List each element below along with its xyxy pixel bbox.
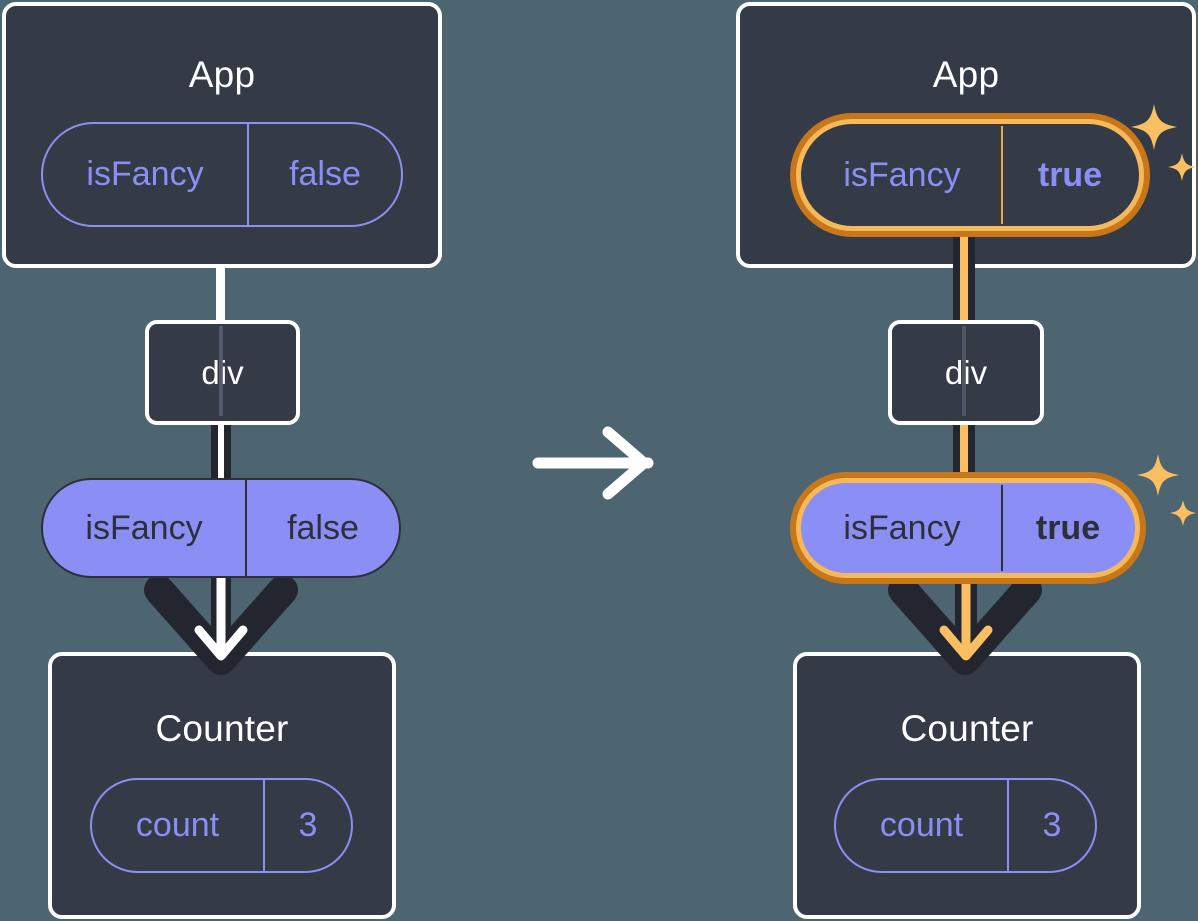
prop-arrow-core-left: [194, 572, 248, 661]
app-state-pill-value-right: true: [1037, 155, 1103, 194]
connector-through-div-left: [219, 326, 223, 416]
prop-pill-key-right: isFancy: [803, 485, 1003, 571]
connector-div-to-prop-core-left: [218, 420, 224, 482]
app-card-title-right: App: [932, 54, 1000, 95]
app-state-pill-right[interactable]: isFancy true: [801, 124, 1139, 226]
prop-pill-right[interactable]: isFancy true: [801, 483, 1135, 573]
prop-pill-value-left: false: [287, 508, 359, 547]
div-node-right[interactable]: div: [888, 320, 1044, 425]
counter-state-pill-value-left: 3: [298, 806, 318, 844]
app-state-pill-left[interactable]: isFancy false: [41, 122, 403, 227]
prop-pill-key-left: isFancy: [43, 480, 247, 576]
counter-state-pill-key-left: count: [92, 780, 265, 871]
app-state-pill-key-left: isFancy: [43, 124, 249, 225]
counter-card-title-left: Counter: [155, 708, 289, 749]
counter-state-pill-right[interactable]: count 3: [834, 778, 1097, 873]
sparkle-icon-prop-right: [1137, 454, 1196, 526]
counter-card-title-right: Counter: [900, 708, 1034, 749]
prop-pill-left[interactable]: isFancy false: [41, 478, 401, 578]
connector-through-div-right: [962, 326, 966, 416]
connector-div-to-prop-core-right: [960, 420, 968, 482]
connector-app-to-div-left: [216, 266, 225, 324]
app-card-title-left: App: [188, 54, 256, 95]
counter-state-pill-left[interactable]: count 3: [90, 778, 353, 873]
sparkle-icon-app-right: [1131, 104, 1196, 181]
prop-arrow-core-right: [939, 572, 993, 661]
app-state-pill-value-left: false: [289, 155, 361, 193]
connector-app-to-div-core-right: [960, 226, 968, 326]
app-state-pill-key-right: isFancy: [803, 126, 1003, 224]
counter-state-pill-value-right: 3: [1042, 806, 1062, 844]
counter-state-pill-key-right: count: [836, 780, 1009, 871]
counter-card-right: Counter: [793, 652, 1141, 919]
div-node-label-right: div: [944, 353, 988, 391]
prop-pill-highlight-right[interactable]: isFancy true: [790, 472, 1146, 584]
app-state-pill-highlight-right[interactable]: isFancy true: [790, 113, 1150, 237]
prop-pill-value-right: true: [1035, 508, 1101, 547]
transition-arrow-icon: [532, 426, 654, 500]
